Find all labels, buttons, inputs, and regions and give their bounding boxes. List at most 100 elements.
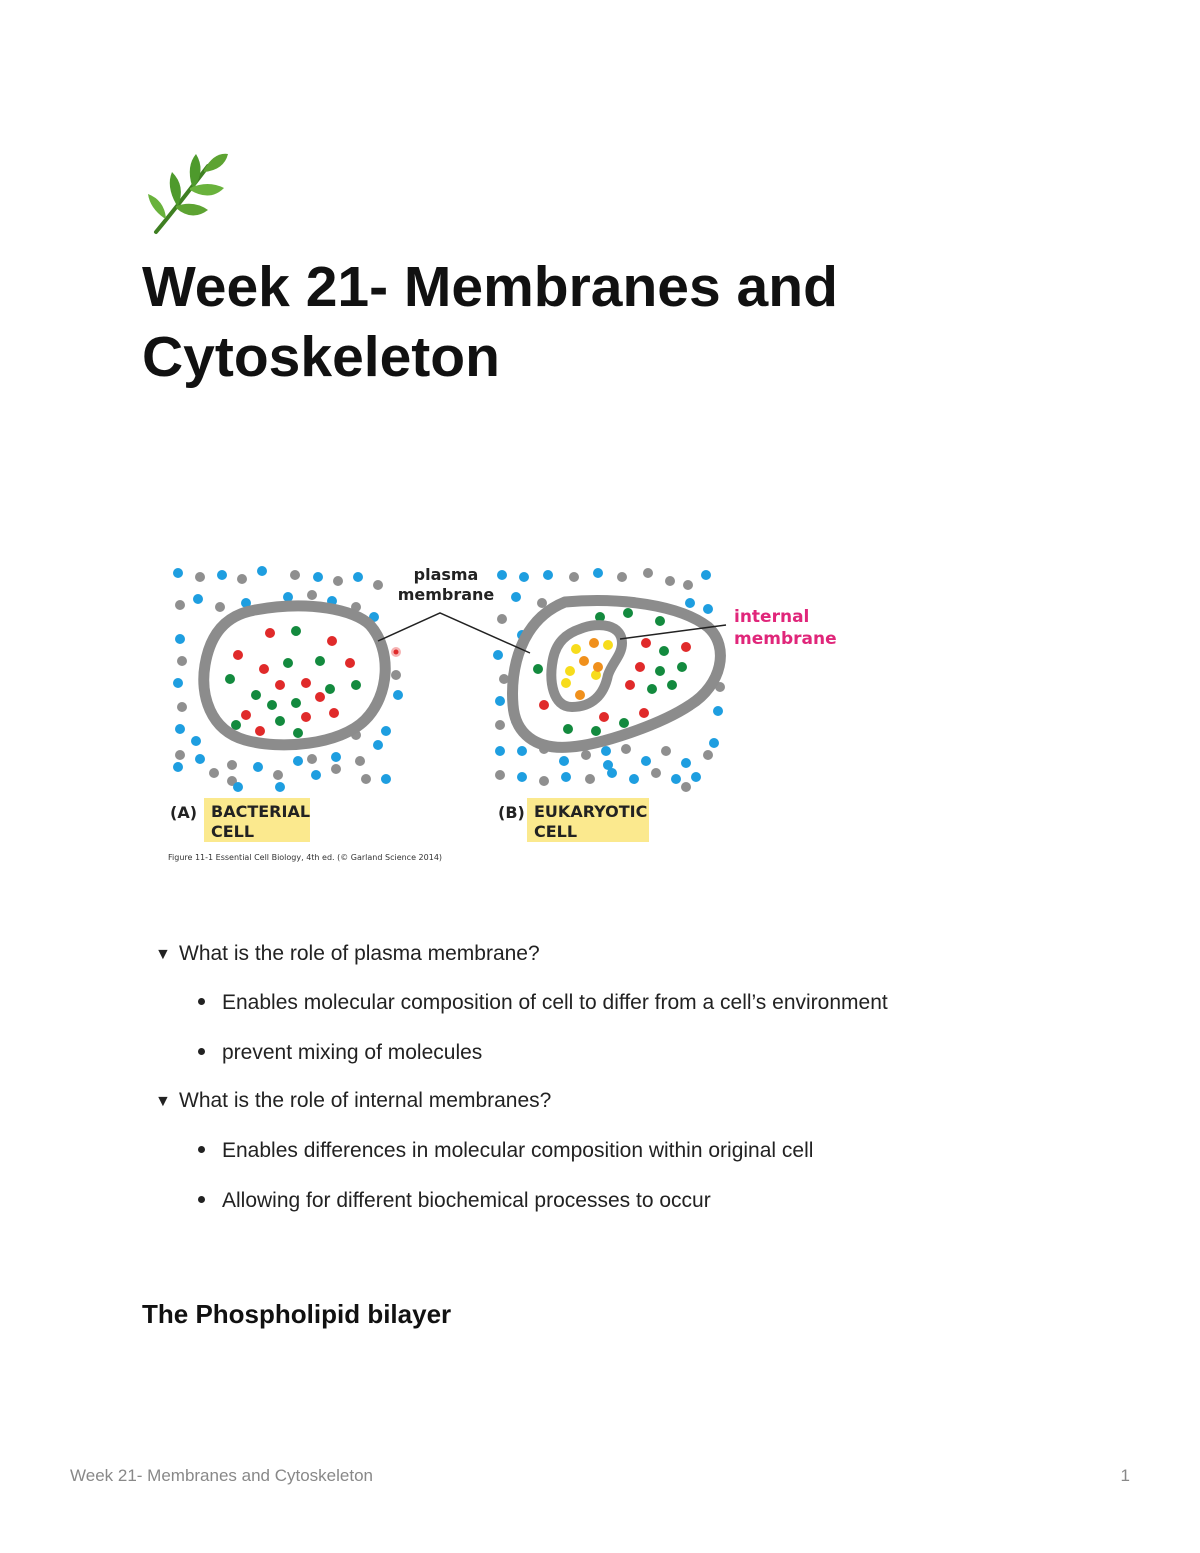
panel-b-label-bg <box>527 798 649 842</box>
molecule-dot <box>173 678 183 688</box>
molecule-dot <box>619 718 629 728</box>
molecule-dot <box>561 678 571 688</box>
molecule-dot <box>575 690 585 700</box>
molecule-dot <box>671 774 681 784</box>
molecule-dot <box>259 664 269 674</box>
internal-membrane-pointer <box>619 624 727 640</box>
bullet-text: prevent mixing of molecules <box>222 1041 483 1064</box>
molecule-dot <box>681 782 691 792</box>
page-title: Week 21- Membranes and Cytoskeleton <box>142 255 838 389</box>
panel-a-line1: BACTERIAL <box>211 802 310 821</box>
molecule-dot <box>579 656 589 666</box>
molecule-dot <box>497 614 507 624</box>
molecule-dot <box>361 774 371 784</box>
molecule-dot <box>283 658 293 668</box>
panel-a-letter: (A) <box>170 803 197 822</box>
molecule-dot <box>291 698 301 708</box>
molecule-dot <box>519 572 529 582</box>
molecule-dot <box>655 616 665 626</box>
molecule-dot <box>623 608 633 618</box>
molecule-dot <box>495 720 505 730</box>
molecule-dot <box>517 746 527 756</box>
molecule-dot <box>701 570 711 580</box>
molecule-dot <box>191 736 201 746</box>
molecule-dot <box>177 702 187 712</box>
molecule-dot <box>625 680 635 690</box>
molecule-dot <box>291 626 301 636</box>
molecule-dot <box>273 770 283 780</box>
molecule-dot <box>495 696 505 706</box>
molecule-dot <box>257 566 267 576</box>
molecule-dot <box>351 680 361 690</box>
panel-a-label-bg <box>204 798 310 842</box>
molecule-dot <box>643 568 653 578</box>
bullet-text: Allowing for different biochemical proce… <box>222 1189 711 1212</box>
molecule-dot <box>635 662 645 672</box>
molecule-dot <box>231 720 241 730</box>
section-heading: The Phospholipid bilayer <box>142 1299 452 1329</box>
list-item: Allowing for different biochemical proce… <box>198 1187 1098 1215</box>
internal-label-2: membrane <box>734 629 837 649</box>
molecule-dot <box>237 574 247 584</box>
bullet-dot-icon <box>198 1146 205 1154</box>
molecule-dot <box>283 592 293 602</box>
molecule-dot <box>275 680 285 690</box>
molecule-dot <box>215 602 225 612</box>
molecule-dot <box>685 598 695 608</box>
molecule-dot <box>665 576 675 586</box>
list-item: prevent mixing of molecules <box>198 1039 1098 1067</box>
molecule-dot <box>175 634 185 644</box>
panel-a-line2: CELL <box>211 822 254 841</box>
molecule-dot <box>511 592 521 602</box>
molecule-dot <box>345 658 355 668</box>
molecule-dot <box>373 580 383 590</box>
molecule-dot <box>373 740 383 750</box>
molecule-dot <box>703 750 713 760</box>
molecule-dot <box>193 594 203 604</box>
molecule-dot <box>651 768 661 778</box>
molecule-dot <box>495 746 505 756</box>
molecule-dot <box>571 644 581 654</box>
list-item: Enables differences in molecular composi… <box>198 1137 1098 1165</box>
cell-membranes-figure: plasma membrane internal membrane (A) BA… <box>168 565 837 862</box>
molecule-dot <box>561 772 571 782</box>
molecule-dot <box>641 756 651 766</box>
molecule-dot <box>563 724 573 734</box>
molecule-dot <box>175 750 185 760</box>
molecule-dot <box>593 662 603 672</box>
molecule-dot <box>603 760 613 770</box>
molecule-dot <box>659 646 669 656</box>
molecule-dot <box>253 762 263 772</box>
molecule-dot <box>265 628 275 638</box>
molecule-dot <box>591 726 601 736</box>
molecule-dot <box>233 650 243 660</box>
molecule-dot <box>315 656 325 666</box>
molecule-dot <box>569 572 579 582</box>
molecule-dot <box>565 666 575 676</box>
molecule-dot <box>267 700 277 710</box>
molecule-dot <box>275 716 285 726</box>
toggle-internal-membranes[interactable]: ▼ What is the role of internal membranes? <box>155 1087 1055 1116</box>
molecule-dot <box>311 770 321 780</box>
panel-b-line1: EUKARYOTIC <box>534 802 647 821</box>
molecule-dot <box>709 738 719 748</box>
molecule-dot <box>217 570 227 580</box>
toggle-down-arrow-icon[interactable]: ▼ <box>155 946 171 963</box>
molecule-dot <box>391 670 401 680</box>
molecule-dot <box>677 662 687 672</box>
molecule-dot <box>639 708 649 718</box>
toggle-plasma-membrane[interactable]: ▼What is the role of plasma membrane? <box>155 940 1055 969</box>
toggle-down-arrow-icon[interactable]: ▼ <box>155 1093 171 1110</box>
molecule-dot <box>255 726 265 736</box>
molecule-dot <box>173 568 183 578</box>
molecule-dot <box>333 576 343 586</box>
molecule-dot <box>621 744 631 754</box>
molecule-dot <box>225 674 235 684</box>
molecule-dot <box>241 598 251 608</box>
molecule-dot <box>617 572 627 582</box>
molecule-dot <box>173 762 183 772</box>
molecule-dot <box>539 700 549 710</box>
molecule-dot <box>601 746 611 756</box>
toggle-question: What is the role of internal membranes? <box>179 1089 552 1112</box>
molecule-dot <box>301 712 311 722</box>
